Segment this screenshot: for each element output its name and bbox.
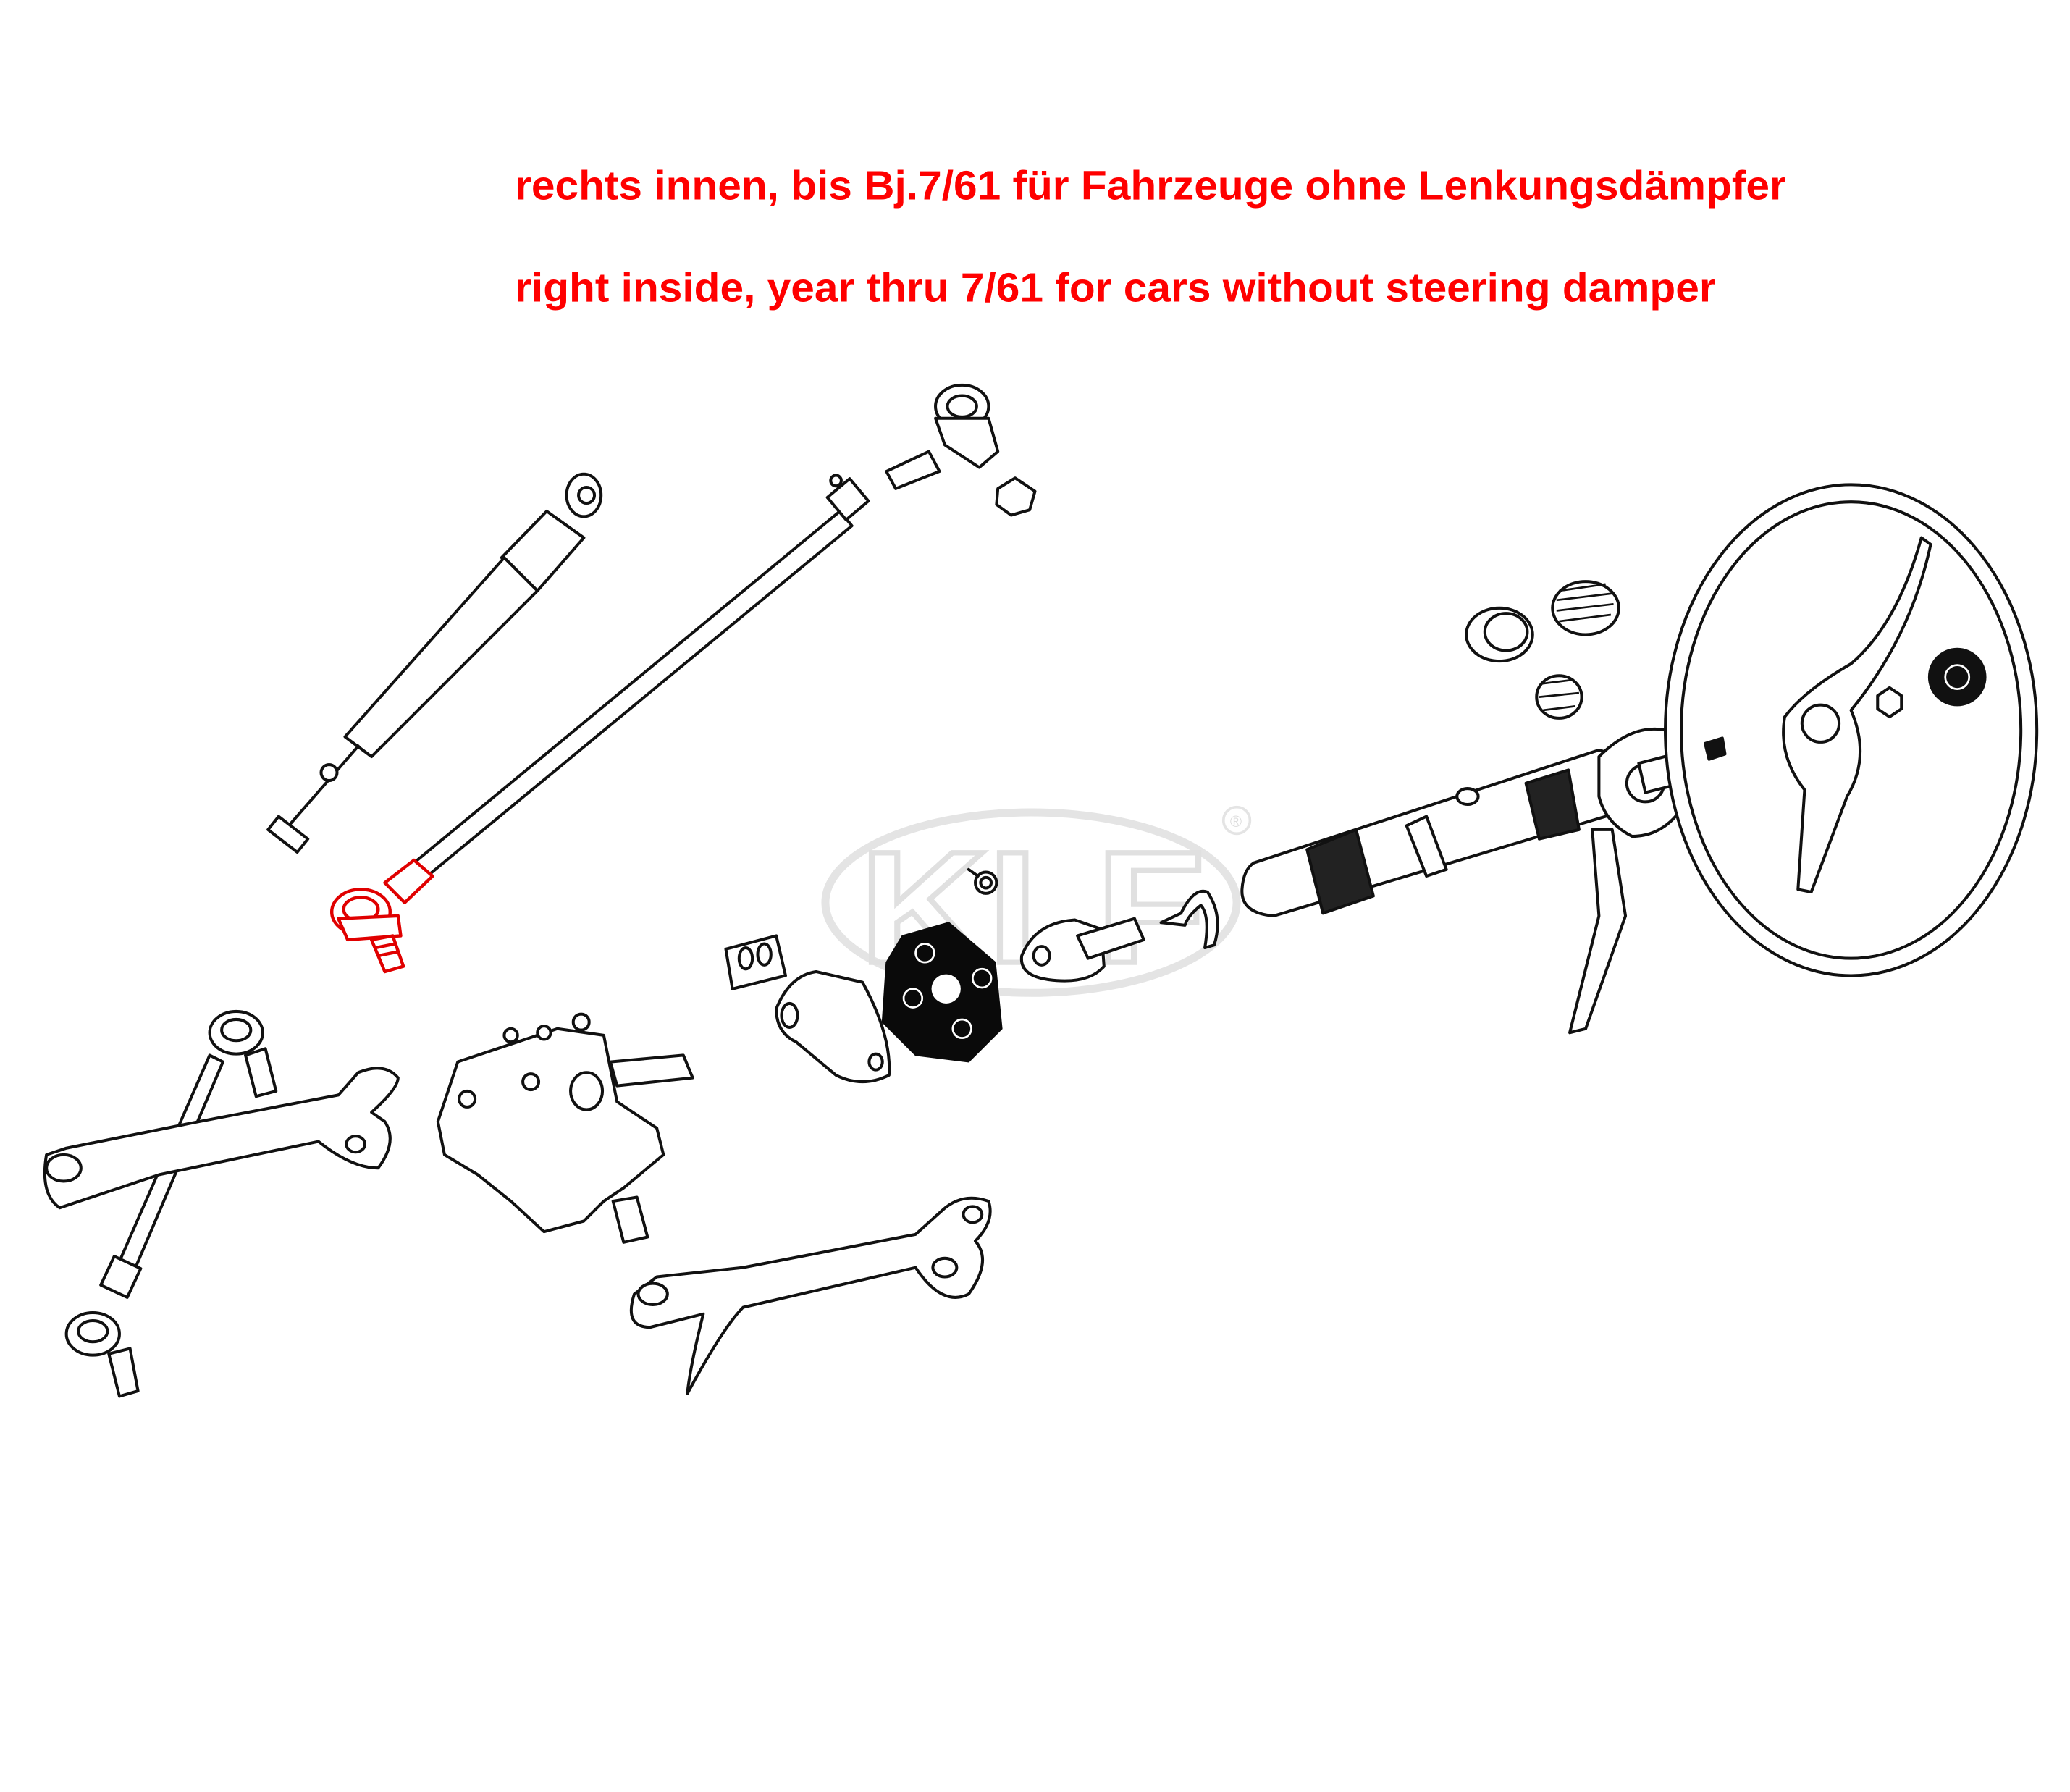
needle-bearing — [1535, 674, 1583, 720]
horn-button — [1927, 647, 1987, 707]
steering-flange — [775, 969, 891, 1083]
splined-coupling-flange — [1019, 917, 1145, 983]
steering-gearbox — [436, 1012, 694, 1244]
steering-damper — [266, 472, 603, 854]
turn-signal-switch — [1568, 727, 1688, 1035]
column-spring — [1551, 580, 1620, 636]
caption-german: rechts innen, bis Bj.7/61 für Fahrzeuge … — [515, 163, 1786, 209]
steering-column-tube — [1240, 748, 1631, 918]
tie-rod-end-highlighted — [329, 858, 434, 974]
retaining-clip — [1159, 889, 1219, 949]
lock-washer — [967, 867, 998, 895]
steering-wheel — [1664, 483, 2039, 977]
pitman-arm-left — [43, 1067, 400, 1210]
flexible-coupling-disc — [881, 922, 1003, 1063]
svg-text:®: ® — [1230, 812, 1242, 830]
tie-rod-short — [64, 1009, 278, 1398]
pitman-arm-lower — [629, 1196, 992, 1395]
tie-rod-long — [412, 383, 1037, 878]
column-bushing — [1465, 606, 1534, 663]
caption-english: right inside, year thru 7/61 for cars wi… — [515, 265, 1716, 311]
clamp-plate — [724, 934, 787, 990]
